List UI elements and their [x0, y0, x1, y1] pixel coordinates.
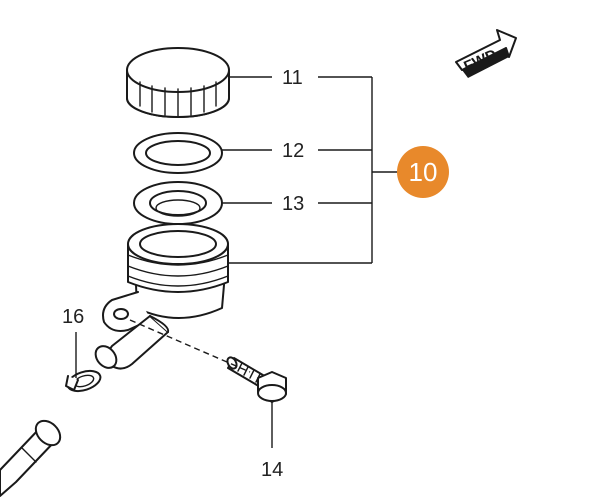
- hose-clamp: [65, 369, 102, 393]
- mounting-bolt: [226, 356, 287, 403]
- hose: [0, 419, 62, 497]
- callout-14: 14: [261, 459, 283, 481]
- assembly-badge-label: 10: [409, 157, 438, 187]
- diaphragm: [133, 132, 223, 174]
- assembly-badge-circle: [397, 146, 449, 198]
- callout-12: 12: [282, 140, 304, 162]
- assembly-badge: 10: [397, 146, 449, 198]
- diaphragm-plate: [133, 181, 223, 225]
- leader-lines: [75, 76, 398, 448]
- reservoir-body: [94, 223, 229, 370]
- callout-11: 11: [282, 67, 303, 89]
- callout-13: 13: [282, 193, 304, 215]
- reservoir-cap: [126, 47, 230, 118]
- fwd-arrow-icon: FWD: [455, 29, 517, 78]
- callout-16: 16: [62, 306, 84, 328]
